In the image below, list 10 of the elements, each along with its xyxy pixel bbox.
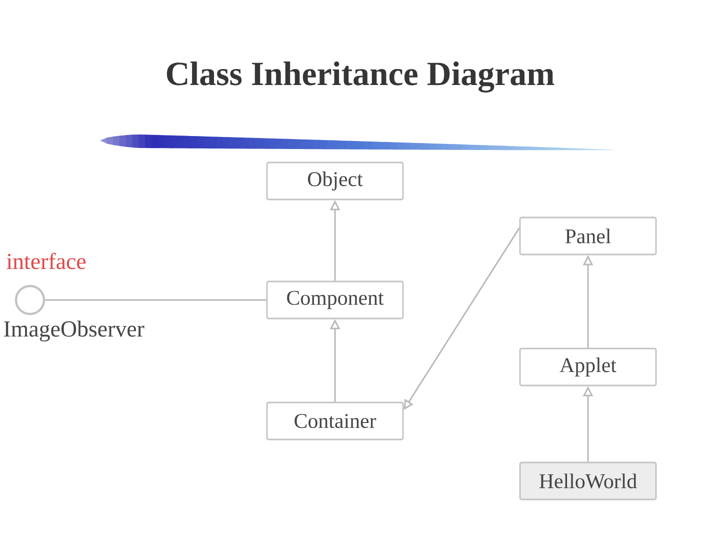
class-box: Panel [519,216,657,256]
class-box: HelloWorld [519,462,657,500]
interface-name: ImageObserver [4,320,144,342]
class-box: Component [266,280,404,320]
class-box: Applet [519,348,657,386]
connector-line [45,299,266,301]
class-box: Container [266,402,404,440]
class-box: Object [266,162,404,200]
stereotype-label: interface [6,252,86,270]
title: Class Inheritance Diagram [166,62,554,92]
